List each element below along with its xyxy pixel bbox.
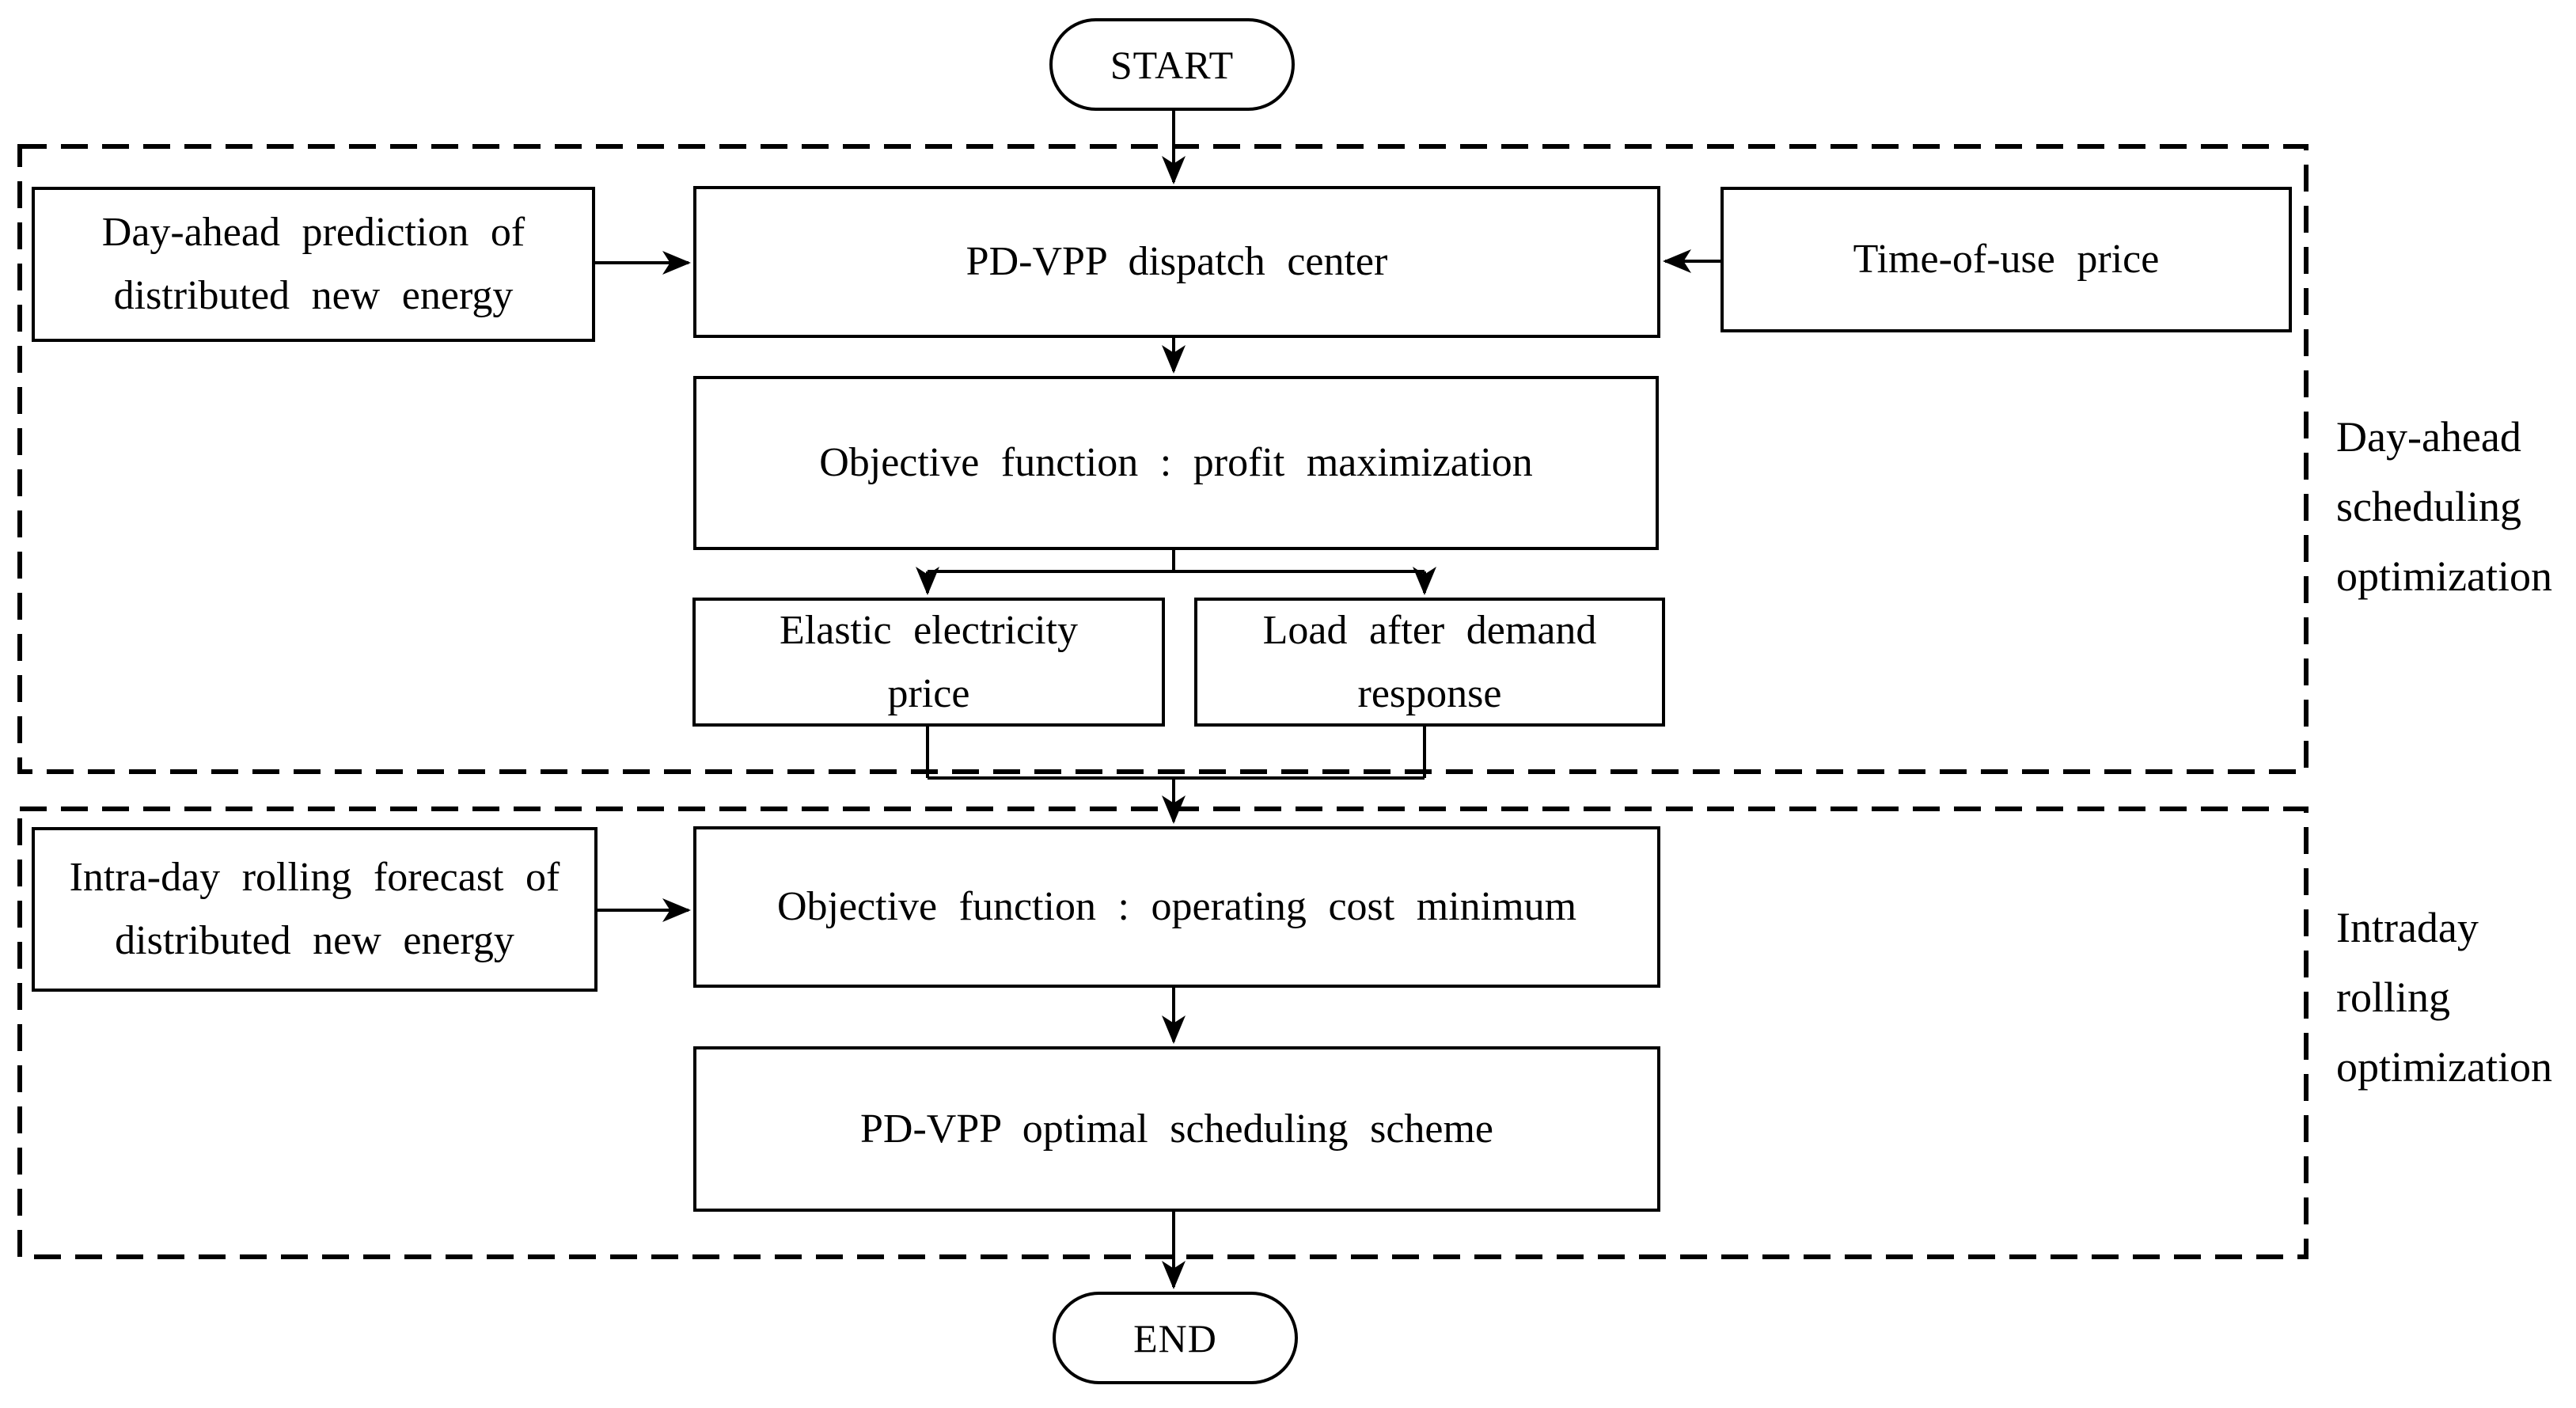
start-node-label: START bbox=[1110, 42, 1235, 87]
box-day-ahead-prediction-label: Day-ahead prediction of distributed new … bbox=[101, 210, 525, 318]
region-intraday-border bbox=[17, 806, 2309, 1259]
region-day-ahead-border bbox=[17, 144, 2309, 774]
box-dispatch-center: PD-VPP dispatch center bbox=[693, 186, 1660, 338]
box-intraday-rolling-forecast: Intra-day rolling forecast of distribute… bbox=[32, 827, 598, 992]
split-connector bbox=[928, 550, 1425, 573]
box-elastic-electricity-price-label: Elastic electricity price bbox=[780, 607, 1078, 716]
box-elastic-electricity-price: Elastic electricity price bbox=[692, 598, 1165, 727]
box-optimal-scheduling-scheme: PD-VPP optimal scheduling scheme bbox=[693, 1046, 1660, 1212]
end-node: END bbox=[1053, 1292, 1298, 1384]
start-node: START bbox=[1049, 18, 1295, 111]
label-intraday-rolling-optimization: Intraday rolling optimization bbox=[2336, 904, 2552, 1091]
box-objective-operating-cost-minimum-label: Objective function : operating cost mini… bbox=[776, 884, 1577, 929]
end-node-label: END bbox=[1133, 1315, 1217, 1361]
box-load-after-demand-response-label: Load after demand response bbox=[1262, 607, 1597, 716]
box-objective-profit-maximization-label: Objective function : profit maximization bbox=[819, 440, 1533, 485]
box-objective-profit-maximization: Objective function : profit maximization bbox=[693, 376, 1659, 550]
box-intraday-rolling-forecast-label: Intra-day rolling forecast of distribute… bbox=[69, 855, 560, 963]
box-time-of-use-price-label: Time-of-use price bbox=[1853, 237, 2160, 282]
box-objective-operating-cost-minimum: Objective function : operating cost mini… bbox=[693, 826, 1660, 988]
box-load-after-demand-response: Load after demand response bbox=[1194, 598, 1665, 727]
merge-connector bbox=[926, 727, 1426, 780]
box-day-ahead-prediction: Day-ahead prediction of distributed new … bbox=[32, 187, 595, 342]
box-optimal-scheduling-scheme-label: PD-VPP optimal scheduling scheme bbox=[859, 1106, 1494, 1152]
box-dispatch-center-label: PD-VPP dispatch center bbox=[966, 239, 1388, 284]
label-day-ahead-scheduling-optimization: Day-ahead scheduling optimization bbox=[2336, 413, 2552, 600]
box-time-of-use-price: Time-of-use price bbox=[1720, 187, 2292, 332]
